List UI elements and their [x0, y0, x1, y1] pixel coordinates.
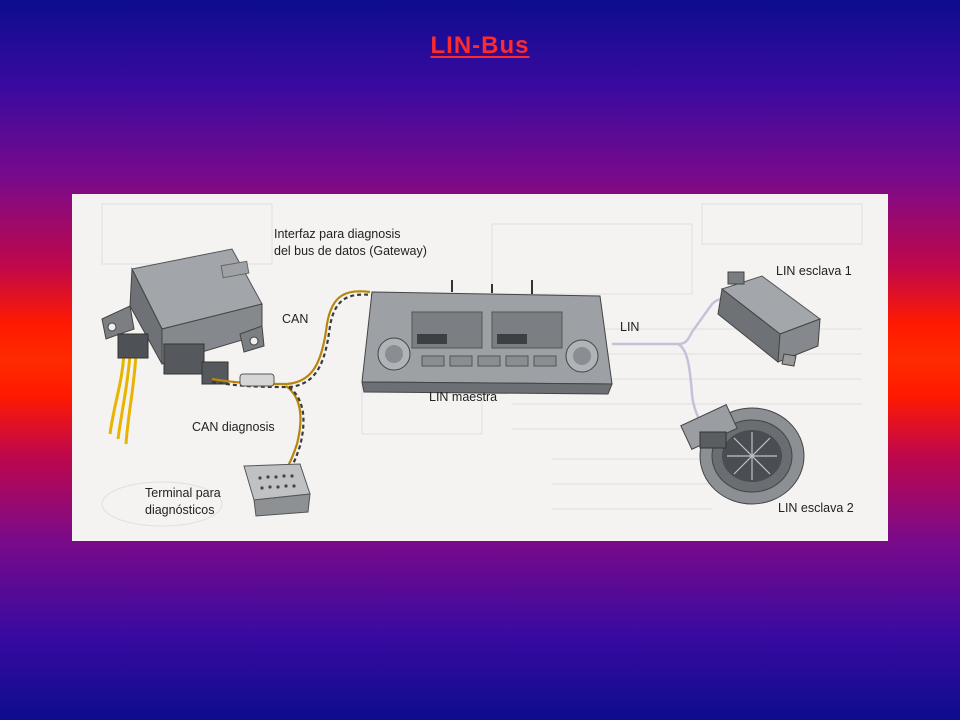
- lin-label: LIN: [620, 320, 640, 334]
- gateway-label-line1: Interfaz para diagnosis: [274, 227, 401, 241]
- power-wires: [108, 353, 138, 445]
- can-label: CAN: [282, 312, 309, 326]
- lin-slave-1-label: LIN esclava 1: [776, 264, 852, 278]
- gateway-module: [101, 248, 265, 385]
- gateway-label-line2: del bus de datos (Gateway): [274, 244, 427, 258]
- lin-master-label: LIN maestra: [429, 390, 498, 404]
- terminal-label-line2: diagnósticos: [145, 503, 215, 517]
- lin-slave-2-blower: [680, 403, 805, 505]
- lin-slave-1-module: [717, 271, 822, 367]
- lin-slave-2-label: LIN esclava 2: [778, 501, 854, 515]
- terminal-label-line1: Terminal para: [145, 486, 221, 500]
- diagnosis-terminal: [243, 463, 311, 517]
- can-connector: [239, 373, 275, 387]
- slide-title: LIN-Bus: [430, 32, 530, 59]
- diagram-artwork: [101, 203, 863, 527]
- lin-bus-diagram: Interfaz para diagnosis del bus de datos…: [72, 194, 888, 541]
- control-panel: [361, 280, 613, 395]
- can-diagnosis-label: CAN diagnosis: [192, 420, 275, 434]
